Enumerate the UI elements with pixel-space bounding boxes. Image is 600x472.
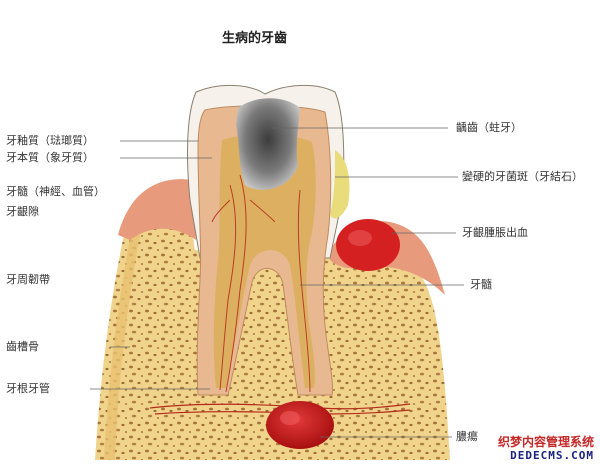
gum-swelling-shape: [336, 219, 400, 271]
label-abscess: 膿瘍: [456, 430, 478, 443]
tartar-shape: [330, 150, 350, 219]
label-gum-gap: 牙齦隙: [6, 205, 39, 218]
watermark-line1: 织梦内容管理系统: [495, 433, 596, 450]
diagram-title: 生病的牙齒: [222, 31, 288, 46]
nerve-lines: [211, 174, 311, 393]
leader-lines: [90, 127, 464, 438]
label-periodontal: 牙周韌帶: [6, 273, 50, 286]
label-dentin: 牙本質（象牙質）: [6, 151, 94, 164]
label-tartar: 變硬的牙菌斑（牙結石）: [462, 170, 583, 183]
label-pulp: 牙髓: [470, 278, 492, 291]
watermark-line2: DEDECMS.COM: [508, 449, 596, 462]
decay-shape: [236, 98, 300, 190]
label-caries: 齲齒（蛀牙）: [456, 121, 522, 134]
label-gum-swelling: 牙齦腫脹出血: [462, 226, 528, 239]
gum-left: [118, 179, 196, 240]
label-root-canal: 牙根牙管: [6, 382, 50, 395]
label-enamel: 牙釉質（琺瑯質）: [6, 134, 94, 147]
abscess-shape: [266, 401, 334, 449]
label-pulp-nerve: 牙髓（神經、血管）: [6, 185, 105, 198]
bone-rim: [104, 228, 140, 460]
pulp-shape: [213, 134, 316, 388]
label-alveolar-bone: 齒槽骨: [6, 340, 39, 353]
